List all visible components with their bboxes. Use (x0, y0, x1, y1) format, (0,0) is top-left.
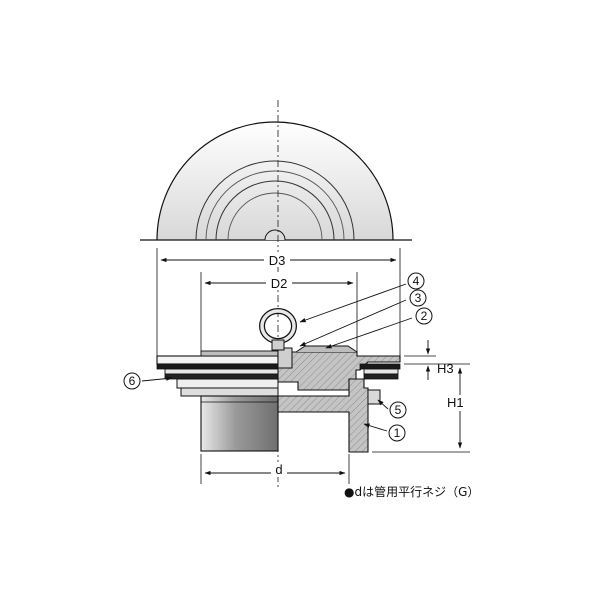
callout-3-label: 3 (415, 291, 422, 305)
dimension-d: d (200, 454, 350, 484)
dimension-d3-label: D3 (269, 253, 286, 268)
callout-2: 2 (415, 307, 433, 325)
gasket-left (156, 363, 279, 370)
locknut-right (367, 389, 381, 405)
callout-5: 5 (389, 401, 407, 419)
dimension-d-label: d (275, 462, 282, 477)
cap-section (277, 351, 401, 391)
dimension-h3: H3 (404, 340, 470, 380)
dimension-d2: D2 (200, 272, 358, 352)
gasket-right (359, 363, 401, 370)
flange-cover-left (156, 355, 279, 365)
plan-center-hub (264, 229, 286, 241)
dimension-h3-label: H3 (437, 361, 454, 376)
plan-view (140, 121, 412, 241)
lower-gasket-left (164, 373, 279, 380)
callout-4-label: 4 (413, 274, 420, 288)
side-section-view (156, 308, 401, 453)
callout-6-label: 6 (129, 374, 136, 388)
seal-plate-right (363, 368, 399, 375)
drain-body-left (200, 395, 279, 452)
callout-2-label: 2 (421, 309, 428, 323)
drain-body-section (277, 378, 369, 453)
plan-ring-3 (215, 180, 335, 241)
seal-plate-left (164, 368, 279, 375)
thread-note: ●dは管用平行ネジ（G） (344, 484, 479, 499)
callout-3: 3 (409, 289, 427, 307)
nut-left (180, 387, 279, 397)
washer-left (176, 378, 279, 389)
ring-handle (259, 308, 297, 351)
callout-1: 1 (388, 424, 406, 442)
callout-5-label: 5 (395, 403, 402, 417)
plan-ring-1 (195, 160, 355, 241)
dimension-d2-label: D2 (271, 276, 288, 291)
plan-ring-4 (227, 192, 323, 241)
callout-6: 6 (123, 372, 141, 390)
cap-stem-section (277, 347, 293, 369)
dimension-h1-label: H1 (447, 395, 464, 410)
callout-leaders (141, 283, 413, 432)
plan-ring-2 (205, 170, 345, 241)
lower-gasket-right (363, 373, 399, 380)
cap-grip-left (200, 350, 279, 357)
cap-top-profile (295, 345, 358, 353)
callout-4: 4 (407, 272, 425, 290)
dimension-h1: H1 (372, 367, 470, 453)
callout-1-label: 1 (394, 426, 401, 440)
